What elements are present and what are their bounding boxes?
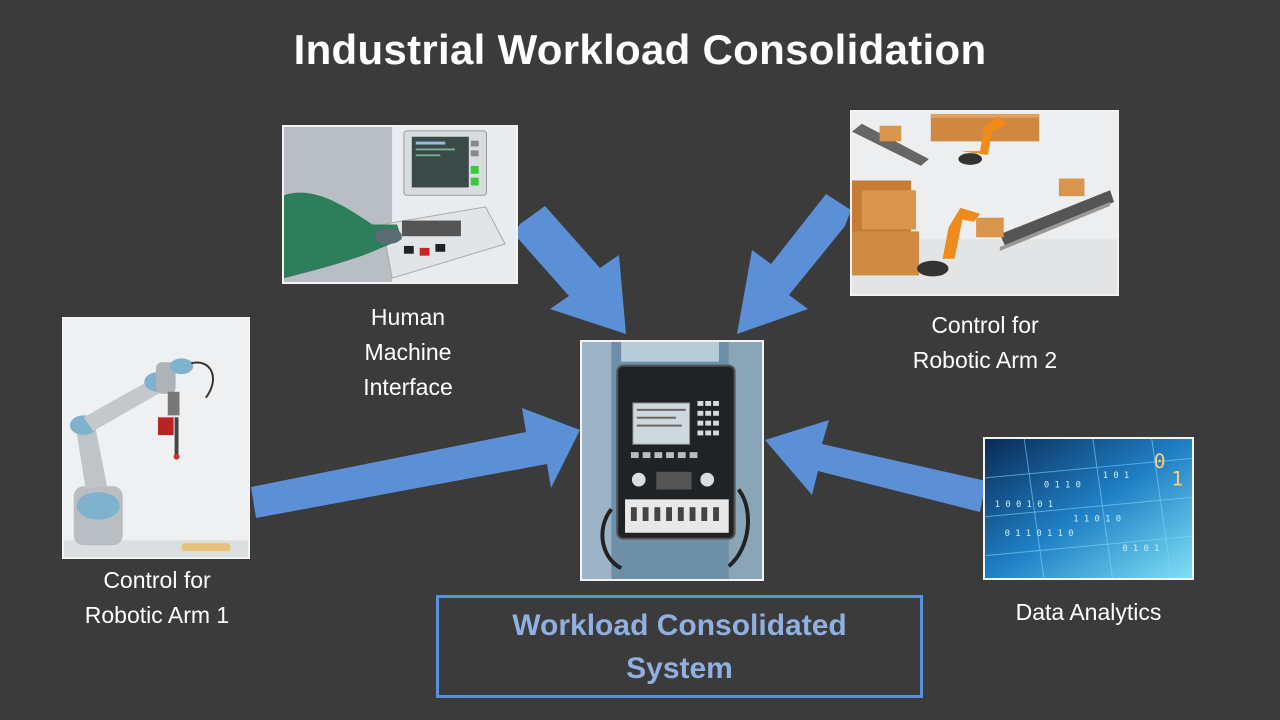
page-title: Industrial Workload Consolidation xyxy=(293,26,987,73)
svg-text:1 1 0 1 0: 1 1 0 1 0 xyxy=(1073,515,1121,525)
hmi-photo xyxy=(282,125,518,284)
system-photo xyxy=(580,340,764,581)
arrow-analytics-to-system xyxy=(765,420,986,512)
arrow-arm1-to-system xyxy=(251,408,580,518)
svg-text:0: 0 xyxy=(1154,450,1166,473)
svg-text:1: 1 xyxy=(1171,468,1183,491)
svg-text:0 1 0 1: 0 1 0 1 xyxy=(1122,544,1159,554)
system-label: Workload Consolidated System xyxy=(512,608,847,685)
analytics-label: Data Analytics xyxy=(1015,599,1162,625)
svg-text:1 0 1: 1 0 1 xyxy=(1103,471,1130,481)
svg-text:0 1 1 0: 0 1 1 0 xyxy=(1044,481,1081,491)
system-label-box: Workload Consolidated System xyxy=(436,595,923,698)
arrow-hmi-to-system xyxy=(514,206,626,334)
arm1-label: Control for Robotic Arm 1 xyxy=(84,567,230,628)
arm1-photo xyxy=(62,317,250,559)
arm2-photo xyxy=(850,110,1119,296)
analytics-photo: 1 0 0 1 0 1 0 1 1 0 1 0 1 0 1 1 0 1 1 0 … xyxy=(983,437,1194,580)
hmi-label: Human Machine Interface xyxy=(363,304,453,400)
arrow-arm2-to-system xyxy=(737,194,851,334)
svg-text:1 0 0 1 0 1: 1 0 0 1 0 1 xyxy=(995,500,1053,510)
arm2-label: Control for Robotic Arm 2 xyxy=(912,312,1058,373)
svg-text:0 1 1 0 1 1 0: 0 1 1 0 1 1 0 xyxy=(1005,529,1074,539)
